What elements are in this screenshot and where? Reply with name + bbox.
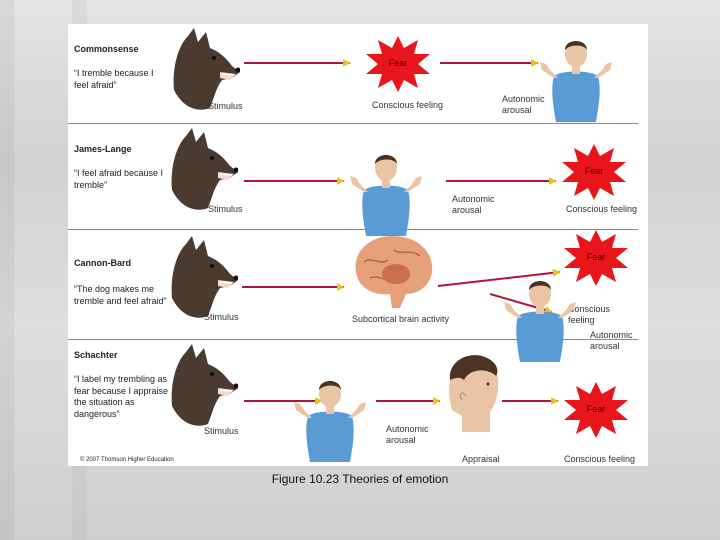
dog-illustration xyxy=(170,28,240,112)
panel-title: Schachter xyxy=(74,350,118,360)
brain-illustration xyxy=(350,232,436,310)
panel-title: James-Lange xyxy=(74,144,132,154)
dog-illustration xyxy=(168,236,238,320)
panel-title: Commonsense xyxy=(74,44,139,54)
panel-quote: “I tremble because I feel afraid” xyxy=(74,68,170,91)
fear-label: Fear xyxy=(564,404,628,414)
arrow xyxy=(500,396,562,406)
person-illustration xyxy=(350,144,422,236)
dog-illustration xyxy=(168,128,238,212)
panel-quote: “The dog makes me tremble and feel afrai… xyxy=(74,284,174,307)
stimulus-label: Stimulus xyxy=(208,101,243,112)
appraisal-label: Appraisal xyxy=(462,454,500,465)
panel-quote: “I label my trembling as fear because I … xyxy=(74,374,170,420)
fear-label: Fear xyxy=(562,166,626,176)
panel-title: Cannon-Bard xyxy=(74,258,131,268)
conscious-feeling-label: Conscious feeling xyxy=(568,304,638,325)
fear-burst: Fear xyxy=(562,144,626,200)
dog-illustration xyxy=(168,344,238,428)
conscious-feeling-label: Conscious feeling xyxy=(372,100,443,111)
arrow xyxy=(240,282,348,292)
conscious-feeling-label: Conscious feeling xyxy=(564,454,635,465)
figure: Commonsense “I tremble because I feel af… xyxy=(68,24,648,466)
stimulus-label: Stimulus xyxy=(208,204,243,215)
panel-cannon-bard: Cannon-Bard “The dog makes me tremble an… xyxy=(68,230,638,338)
figure-caption: Figure 10.23 Theories of emotion xyxy=(0,472,720,486)
conscious-feeling-label: Conscious feeling xyxy=(566,204,637,215)
person-illustration xyxy=(294,370,366,462)
fear-burst: Fear xyxy=(564,382,628,438)
panel-james-lange: James-Lange “I feel afraid because I tre… xyxy=(68,124,638,228)
autonomic-arousal-label: Autonomic arousal xyxy=(452,194,502,215)
fear-label: Fear xyxy=(366,58,430,68)
panel-commonsense: Commonsense “I tremble because I feel af… xyxy=(68,24,638,122)
autonomic-arousal-label: Autonomic arousal xyxy=(386,424,436,445)
arrow xyxy=(444,176,560,186)
stimulus-label: Stimulus xyxy=(204,426,239,437)
arrow xyxy=(242,58,354,68)
panel-schachter: Schachter “I label my trembling as fear … xyxy=(68,340,638,460)
arrow xyxy=(438,58,542,68)
panel-quote: “I feel afraid because I tremble” xyxy=(74,168,170,191)
arrow xyxy=(374,396,444,406)
fear-burst: Fear xyxy=(366,36,430,92)
head-profile-illustration xyxy=(440,350,502,434)
stimulus-label: Stimulus xyxy=(204,312,239,323)
autonomic-arousal-label: Autonomic arousal xyxy=(502,94,552,115)
arrow xyxy=(242,176,348,186)
brain-activity-label: Subcortical brain activity xyxy=(352,314,449,325)
fear-label: Fear xyxy=(564,252,628,262)
copyright-notice: © 2007 Thomson Higher Education xyxy=(80,457,174,463)
